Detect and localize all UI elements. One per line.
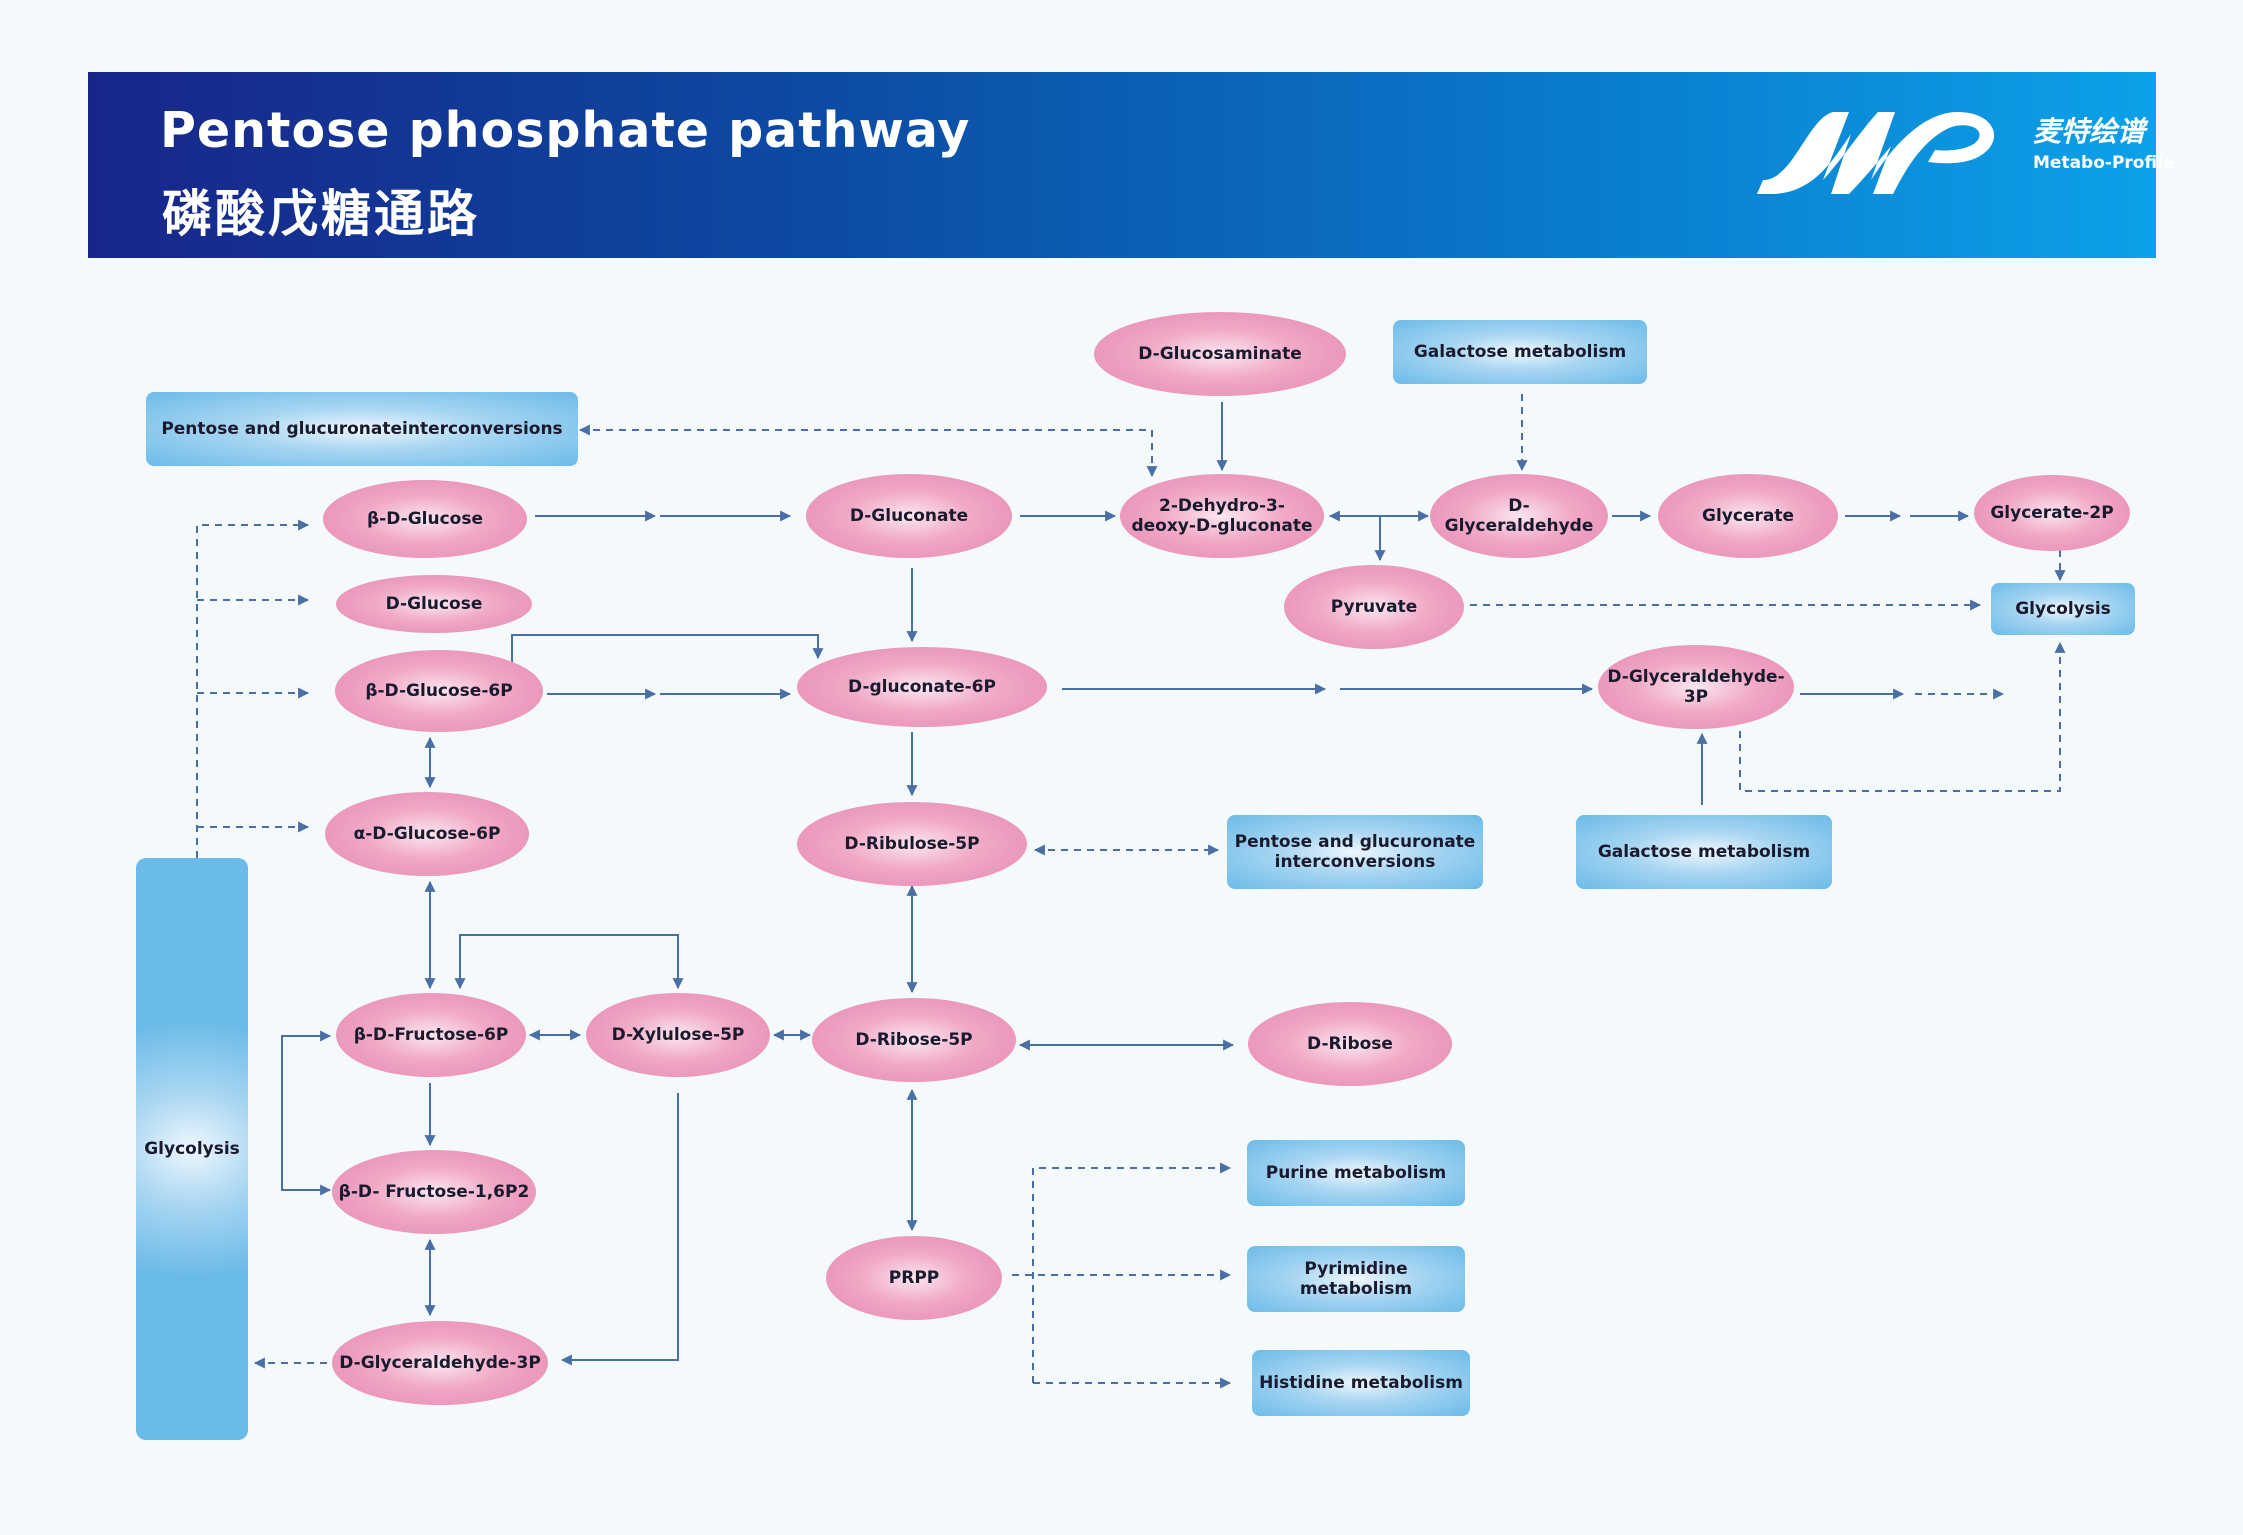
logo-text-cn: 麦特绘谱 [2033, 115, 2146, 148]
page-subtitle: 磷酸戊糖通路 [162, 185, 480, 243]
node-glycerate-2p[interactable]: Glycerate-2P [1974, 475, 2130, 551]
pathway-purine[interactable]: Purine metabolism [1247, 1140, 1465, 1206]
pathway-label: Galactose metabolism [1413, 342, 1627, 362]
node-label: D-Ribose-5P [855, 1030, 973, 1050]
node-label: D-Xylulose-5P [611, 1025, 745, 1045]
node-dehydro-deoxy-gluconate[interactable]: 2-Dehydro-3- deoxy-D-gluconate [1120, 474, 1324, 558]
node-label: D-Glucose [385, 594, 483, 614]
node-label: D-Glyceraldehyde [1444, 496, 1594, 536]
node-label: D-Ribose [1307, 1034, 1393, 1054]
logo-text-en: Metabo-Profile [2033, 153, 2175, 173]
node-label: PRPP [888, 1268, 940, 1288]
node-label: Glycerate [1702, 506, 1794, 526]
pathway-label: Pentose and glucuronateinterconversions [161, 419, 563, 439]
pathway-label: Galactose metabolism [1597, 842, 1811, 862]
pathway-pentose-glucuronate-mid[interactable]: Pentose and glucuronate interconversions [1227, 815, 1483, 889]
edge-fructose-feedback [281, 1030, 332, 1196]
node-b-d-glucose-6p[interactable]: β-D-Glucose-6P [335, 650, 543, 732]
node-label: D-Glyceraldehyde-3P [339, 1353, 541, 1373]
brand-logo: 麦特绘谱 Metabo-Profile [1753, 98, 2174, 208]
pathway-label: Histidine metabolism [1259, 1373, 1463, 1393]
pathway-pentose-glucuronate-top[interactable]: Pentose and glucuronateinterconversions [146, 392, 578, 466]
page-title: Pentose phosphate pathway [160, 102, 971, 159]
pathway-label: Pentose and glucuronate interconversions [1234, 832, 1476, 872]
pathway-label: Glycolysis [2015, 599, 2111, 619]
pathway-galactose-mid[interactable]: Galactose metabolism [1576, 815, 1832, 889]
pathway-histidine[interactable]: Histidine metabolism [1252, 1350, 1470, 1416]
edge-dehydro-pentose-top [578, 424, 1158, 478]
node-d-glucosaminate[interactable]: D-Glucosaminate [1094, 312, 1346, 396]
pathway-pyrimidine[interactable]: Pyrimidine metabolism [1247, 1246, 1465, 1312]
node-d-gluconate[interactable]: D-Gluconate [806, 474, 1012, 558]
node-pyruvate[interactable]: Pyruvate [1284, 565, 1464, 649]
edge-glycolysis-trunk [196, 519, 310, 858]
node-label: 2-Dehydro-3- deoxy-D-gluconate [1131, 496, 1313, 536]
pathway-label: Pyrimidine metabolism [1299, 1259, 1413, 1299]
node-label: Pyruvate [1330, 597, 1418, 617]
edge-prpp-to-purine [1032, 1162, 1232, 1383]
edge-xylulose-to-ga3p [560, 1093, 679, 1366]
node-label: β-D-Glucose-6P [365, 681, 513, 701]
pathway-glycolysis-left[interactable]: Glycolysis [136, 858, 248, 1440]
node-d-ribose-5p[interactable]: D-Ribose-5P [812, 998, 1016, 1082]
node-label: β-D-Glucose [367, 509, 483, 529]
node-d-ribulose-5p[interactable]: D-Ribulose-5P [797, 802, 1027, 886]
header-banner: Pentose phosphate pathway 磷酸戊糖通路 麦特绘谱 Me… [88, 72, 2174, 258]
edge-glucose6p-bypass [511, 634, 824, 663]
pathway-label: Purine metabolism [1265, 1163, 1447, 1183]
pathway-galactose-top[interactable]: Galactose metabolism [1393, 320, 1647, 384]
node-a-d-glucose-6p[interactable]: α-D-Glucose-6P [325, 792, 529, 876]
node-d-gluconate-6p[interactable]: D-gluconate-6P [797, 647, 1047, 727]
node-label: D-Glucosaminate [1138, 344, 1302, 364]
edge-xylulose-loop [454, 934, 684, 990]
node-label: β-D- Fructose-1,6P2 [338, 1182, 530, 1202]
node-d-glyceraldehyde-3p-right[interactable]: D-Glyceraldehyde-3P [1598, 645, 1794, 729]
node-d-glyceraldehyde[interactable]: D-Glyceraldehyde [1430, 474, 1608, 558]
node-b-d-fructose-6p[interactable]: β-D-Fructose-6P [336, 993, 526, 1077]
node-label: α-D-Glucose-6P [353, 824, 501, 844]
pathway-label: Glycolysis [144, 1139, 240, 1159]
pathway-glycolysis-right[interactable]: Glycolysis [1991, 583, 2135, 635]
node-glycerate[interactable]: Glycerate [1658, 474, 1838, 558]
node-d-xylulose-5p[interactable]: D-Xylulose-5P [586, 993, 770, 1077]
node-label: β-D-Fructose-6P [353, 1025, 509, 1045]
node-label: D-Glyceraldehyde-3P [1607, 667, 1785, 707]
node-label: D-gluconate-6P [848, 677, 996, 697]
node-d-glucose[interactable]: D-Glucose [336, 575, 532, 633]
node-b-d-fructose-16p2[interactable]: β-D- Fructose-1,6P2 [332, 1150, 536, 1234]
edge-ga3p-glycolysis-loop [1739, 641, 2066, 792]
node-d-ribose[interactable]: D-Ribose [1248, 1002, 1452, 1086]
node-b-d-glucose[interactable]: β-D-Glucose [323, 480, 527, 558]
node-prpp[interactable]: PRPP [826, 1236, 1002, 1320]
node-label: D-Gluconate [849, 506, 969, 526]
mp-logo-icon [1757, 112, 1995, 194]
node-label: D-Ribulose-5P [844, 834, 980, 854]
node-label: Glycerate-2P [1990, 503, 2114, 523]
node-d-glyceraldehyde-3p-left[interactable]: D-Glyceraldehyde-3P [332, 1321, 548, 1405]
